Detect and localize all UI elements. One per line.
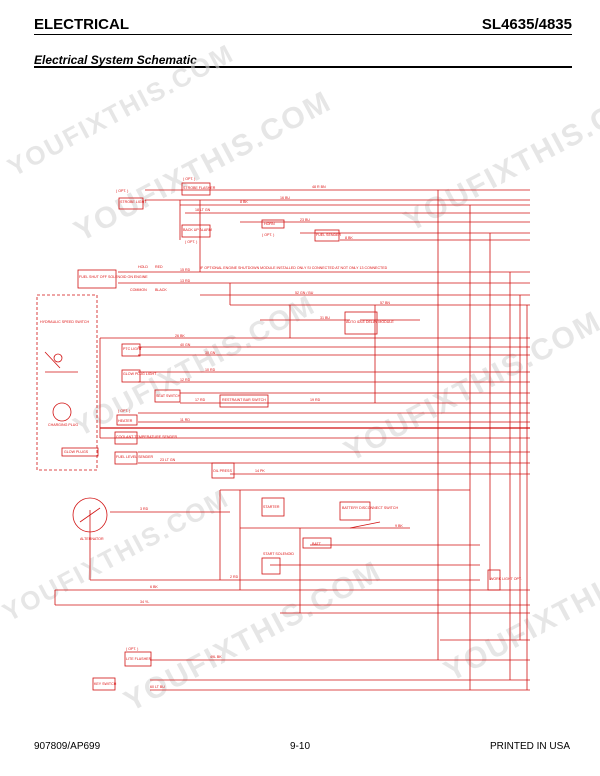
label-seat-switch: SEAT SWITCH	[156, 394, 181, 398]
footer-printed: PRINTED IN USA	[489, 741, 570, 752]
wire-label: 52 GN / BU	[295, 291, 314, 295]
wire-label: 31 BU	[320, 316, 330, 320]
header-rule	[34, 34, 572, 35]
note-optional-shutdown: IF OPTIONAL ENGINE SHUTDOWN MODULE INSTA…	[200, 266, 388, 270]
wire-label: 10 RD	[205, 368, 216, 372]
label-hydraulic-switch: HYDRAULIC SPEED SWITCH	[40, 320, 90, 324]
wire-label: 19 RD	[310, 398, 321, 402]
wire-label: 34 YL	[140, 600, 149, 604]
label-battery: BATT	[312, 542, 322, 546]
label-ptc-light: PTC LIGHT	[123, 347, 143, 351]
label-opt: ( OPT. )	[183, 177, 195, 181]
label-strobe-flasher: STROBE FLASHER	[183, 186, 216, 190]
label-restraint-bar: RESTRAINT BAR SWITCH	[222, 398, 266, 402]
wire-label: 30 GN	[205, 351, 216, 355]
wire-label: 40 GN	[180, 343, 191, 347]
label-glow-plugs: GLOW PLUGS	[64, 450, 89, 454]
label-opt: ( OPT. )	[185, 240, 197, 244]
wire-label: 18 LT GN	[195, 208, 211, 212]
wire-label: 2 RD	[230, 575, 239, 579]
wire-label: 3 RD	[140, 507, 149, 511]
footer-part-number: 907809/AP699	[34, 741, 101, 752]
wire-label: RED	[155, 265, 163, 269]
label-opt: ( OPT. )	[116, 189, 128, 193]
wire-label: 23 BU	[300, 218, 310, 222]
label-alternator: ALTERNATOR	[80, 537, 104, 541]
wire-label: 16 BU	[280, 196, 290, 200]
label-battery-disconnect: BATTERY DISCONNECT SWITCH	[342, 506, 398, 510]
label-oil-press: OIL PRESS	[213, 469, 232, 473]
label-fuel-sender: FUEL SENDER	[316, 233, 341, 237]
wire-label: 49L BK	[210, 655, 222, 659]
label-light-flasher: LITE FLASHER	[126, 657, 152, 661]
label-opt: ( OPT. )	[118, 409, 130, 413]
wire-label: HOLD	[138, 265, 148, 269]
wire-label: 12 RD	[180, 378, 191, 382]
wire-label: 48 R BN	[312, 185, 326, 189]
label-opt: ( OPT. )	[126, 647, 138, 651]
wire-label: 8 BK	[345, 236, 353, 240]
wire-label: 60 LT BU	[150, 685, 165, 689]
label-work-light: WORK LIGHT OPT.	[490, 577, 522, 581]
wire-label: COMMON	[130, 288, 147, 292]
wire-label: 57 BN	[380, 301, 390, 305]
label-fuel-level: FUEL LEVEL SENDER	[116, 455, 153, 459]
label-charging-plug: CHARGING PLUG	[48, 423, 78, 427]
wire-label: 17 RD	[195, 398, 206, 402]
section-rule	[34, 66, 572, 68]
wire-label: 14 PK	[255, 469, 265, 473]
label-key-switch: KEY SWITCH	[94, 682, 117, 686]
section-title: Electrical System Schematic	[34, 53, 197, 67]
wire-label: 9 BK	[395, 524, 403, 528]
wire-label: 26 BK	[175, 334, 185, 338]
wire-label: 11 RD	[180, 418, 190, 422]
label-strobe-light: STROBE LIGHT	[120, 200, 147, 204]
label-horn: HORN	[264, 222, 275, 226]
label-heater: HEATER	[118, 419, 133, 423]
wire-label: 6 BK	[150, 585, 158, 589]
label-start-solenoid: START SOLENOID	[263, 552, 294, 556]
label-auto-idle: AUTO IDLE DELAY MODULE	[346, 320, 394, 324]
wire-label: 13 RD	[180, 279, 191, 283]
label-glow-plug-light: GLOW PLUG LIGHT	[123, 372, 157, 376]
header-title: ELECTRICAL	[34, 16, 129, 33]
wire-label: 8 BK	[240, 200, 248, 204]
label-opt: ( OPT. )	[262, 233, 274, 237]
header-model: SL4635/4835	[481, 16, 572, 33]
label-fuel-shutoff: FUEL SHUT OFF SOLENOID ON ENGINE	[79, 275, 148, 279]
wire-label: BLACK	[155, 288, 167, 292]
label-backup-alarm: BACK UP ALARM	[183, 228, 212, 232]
wire-label: 23 LT GN	[160, 458, 176, 462]
label-starter: STARTER	[263, 505, 280, 509]
wire-label: 15 RD	[180, 268, 191, 272]
footer-page-number: 9-10	[289, 741, 310, 752]
label-coolant-temp: COOLANT TEMPERATURE SENDER	[116, 435, 178, 439]
